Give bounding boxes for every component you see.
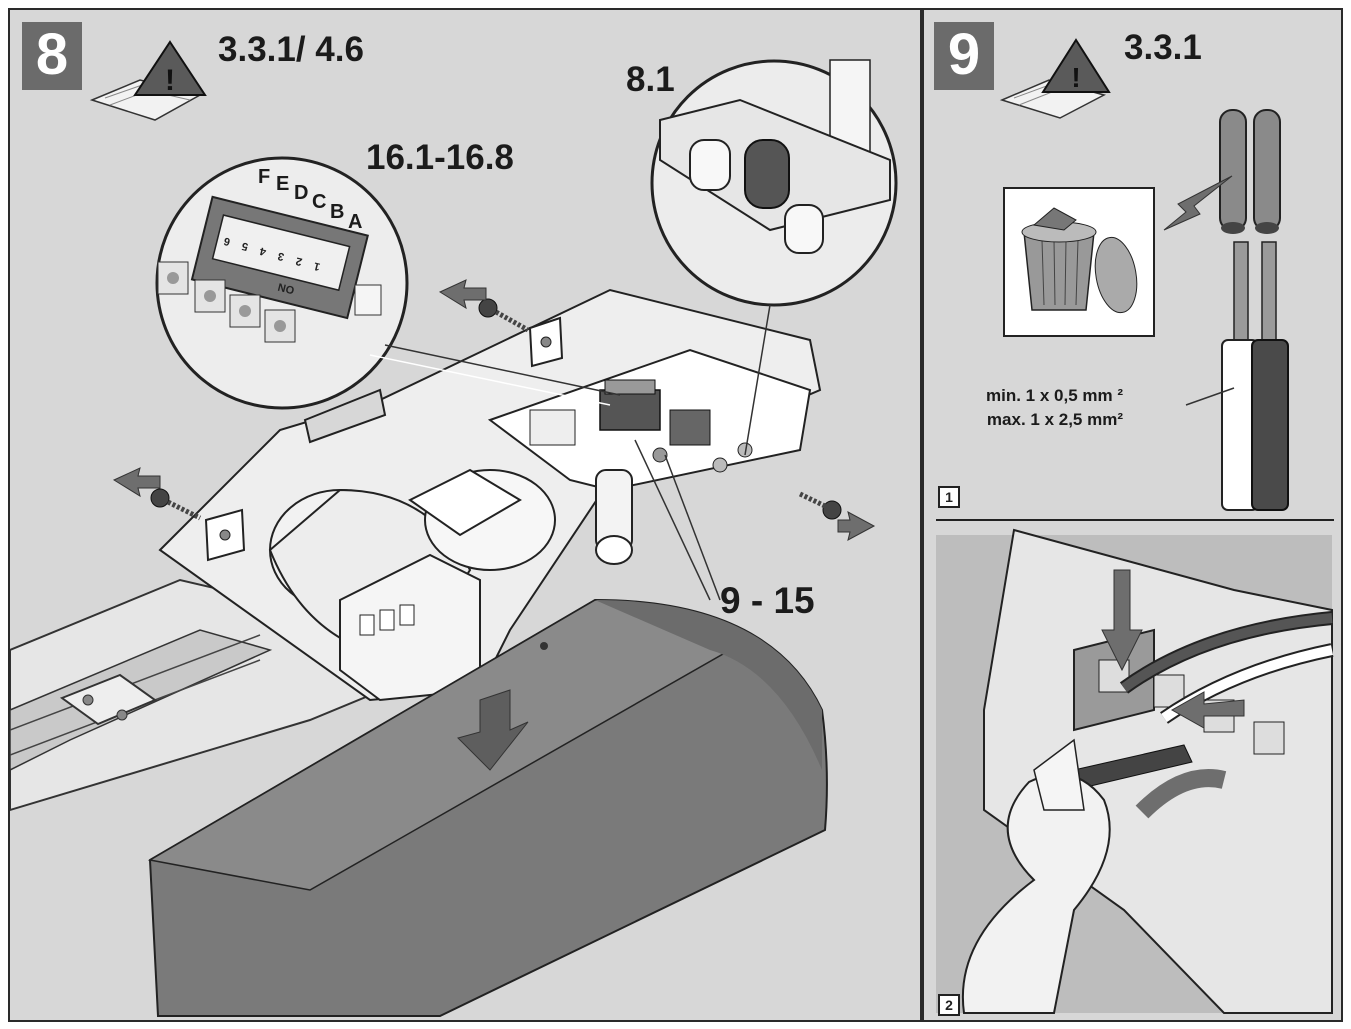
capacitor bbox=[595, 469, 633, 565]
arrow-top-removal bbox=[438, 279, 487, 310]
manual-reference: 3.3.1/ 4.6 bbox=[218, 30, 364, 69]
dip-letter-d: D bbox=[294, 182, 309, 204]
arrow-right-removal bbox=[837, 511, 876, 541]
screw-right bbox=[798, 491, 842, 520]
wire-max-size: max. 1 x 2,5 mm² bbox=[986, 410, 1123, 429]
arrow-left-removal bbox=[112, 467, 161, 498]
step-number-badge: 9 bbox=[934, 22, 994, 90]
trash-bin-icon bbox=[1003, 187, 1155, 337]
mounting-tab-top bbox=[528, 316, 564, 368]
wire-min-size: min. 1 x 0,5 mm ² bbox=[986, 386, 1123, 405]
dip-switch-callout bbox=[155, 156, 409, 410]
arrow-down-cover bbox=[457, 689, 529, 771]
step-8-panel: ! 8 3.3.1/ 4.6 16.1-16.8 8.1 9 - 15 F E … bbox=[8, 8, 922, 1022]
wire-cross-section-label: min. 1 x 0,5 mm ² max. 1 x 2,5 mm² bbox=[986, 384, 1123, 432]
jumper-reference: 8.1 bbox=[626, 60, 675, 99]
svg-text:!: ! bbox=[1071, 62, 1080, 93]
screw-left bbox=[150, 488, 202, 521]
sub-step-1-number: 1 bbox=[938, 486, 960, 508]
stripped-wires bbox=[1221, 241, 1289, 511]
wire-label-pointer bbox=[1185, 387, 1235, 406]
jumper-callout bbox=[650, 59, 898, 307]
manual-warning-icon: ! bbox=[999, 38, 1111, 119]
step-9-illustration: ! bbox=[936, 38, 1334, 1014]
insulation-offcuts bbox=[1219, 109, 1281, 234]
rail-bracket bbox=[59, 673, 158, 726]
dip-letter-c: C bbox=[312, 191, 327, 213]
dip-letter-f: F bbox=[258, 166, 271, 188]
sub-step-2-number: 2 bbox=[938, 994, 960, 1016]
dip-switch-pointer-line bbox=[369, 344, 621, 406]
dip-letter-b: B bbox=[330, 201, 345, 223]
step-number-badge: 8 bbox=[22, 22, 82, 90]
dip-letter-a: A bbox=[348, 211, 363, 233]
mounting-tab-left bbox=[204, 508, 246, 562]
manual-warning-icon: ! bbox=[89, 40, 207, 121]
manual-reference: 3.3.1 bbox=[1124, 28, 1202, 67]
terminal-pointer-lines bbox=[634, 439, 721, 601]
terminal-reference: 9 - 15 bbox=[720, 580, 815, 621]
step-8-illustration: ! bbox=[10, 40, 898, 1017]
step-9-panel: ! bbox=[922, 8, 1343, 1022]
connector-insertion-illustration bbox=[936, 528, 1334, 1014]
dip-letter-e: E bbox=[276, 173, 290, 195]
dip-switch-reference: 16.1-16.8 bbox=[366, 138, 514, 177]
arrow-to-trash bbox=[1163, 175, 1233, 231]
control-board bbox=[487, 348, 812, 492]
jumper-pointer-line bbox=[744, 304, 771, 456]
screw-top bbox=[478, 298, 530, 333]
svg-text:!: ! bbox=[165, 64, 175, 97]
housing-cover bbox=[147, 598, 828, 1017]
